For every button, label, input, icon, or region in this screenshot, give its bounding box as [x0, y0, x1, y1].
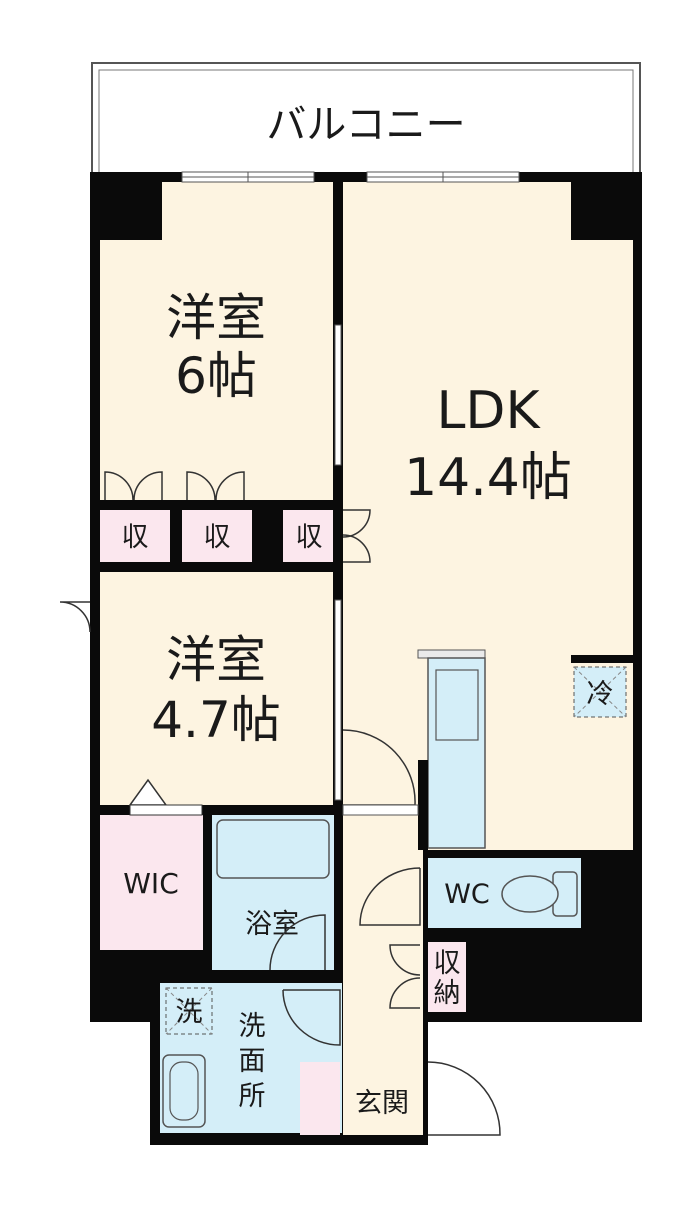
- washroom-label-line-1: 洗: [239, 1011, 266, 1042]
- bathroom-door[interactable]: [269, 914, 326, 971]
- toilet-label: WC: [444, 879, 490, 910]
- refrigerator-label: 冷: [587, 679, 614, 710]
- ldk-wall-between-kitchen: [418, 760, 428, 850]
- storage-label-3: 収: [296, 522, 323, 553]
- room-2-exterior-door[interactable]: [59, 601, 91, 633]
- washer-label: 洗: [176, 997, 203, 1028]
- bathroom-label: 浴室: [245, 909, 299, 940]
- walk-in-closet-floor: [100, 815, 203, 950]
- window-room-1: [181, 171, 315, 183]
- closet-doors-3[interactable]: [342, 509, 371, 563]
- western-room-2-name: 洋室: [166, 631, 266, 689]
- washroom-door[interactable]: [282, 989, 341, 1046]
- wash-basin: [162, 1054, 206, 1128]
- window-ldk: [366, 171, 520, 183]
- western-room-2-floor: [100, 572, 333, 805]
- shoe-storage: [300, 1062, 340, 1135]
- entrance-label: 玄関: [355, 1088, 409, 1119]
- western-room-1-name: 洋室: [166, 289, 266, 347]
- refrigerator-alcove: [571, 655, 633, 663]
- closet-doors-2[interactable]: [186, 471, 245, 501]
- balcony: バルコニー: [91, 62, 641, 176]
- ldk-right-lower-wall: [633, 663, 642, 853]
- storage-label-2: 収: [204, 522, 231, 553]
- ldk-entry-door[interactable]: [342, 729, 416, 806]
- sliding-door-room-2[interactable]: [334, 599, 342, 801]
- ldk-name: LDK: [436, 381, 541, 441]
- storage-floor-3: [283, 510, 333, 562]
- pillar-top-right: [571, 172, 642, 240]
- ldk-floor: [343, 182, 633, 850]
- ldk-size: 14.4帖: [404, 448, 572, 508]
- bathtub: [216, 819, 330, 879]
- storage-closet-floor: [428, 942, 466, 1012]
- entrance-floor: [343, 1062, 423, 1135]
- western-room-1-size: 6帖: [175, 347, 257, 405]
- washroom-label-line-3: 所: [239, 1081, 266, 1112]
- storage-floor-1: [100, 510, 170, 562]
- wic-door[interactable]: [128, 778, 203, 816]
- hallway-threshold: [342, 804, 419, 816]
- storage-closet-doors[interactable]: [389, 944, 421, 1009]
- storage-floor-2: [182, 510, 252, 562]
- storage-closet-label-line-1: 収: [434, 948, 461, 979]
- western-room-2-size: 4.7帖: [151, 691, 281, 749]
- wic-label: WIC: [123, 867, 179, 900]
- kitchen-counter: [417, 649, 486, 849]
- sliding-door-room-1[interactable]: [334, 324, 342, 466]
- toilet-door[interactable]: [359, 867, 421, 926]
- washroom-label-line-2: 面: [239, 1046, 266, 1077]
- hallway-floor: [343, 815, 423, 1065]
- entrance-door[interactable]: [427, 1061, 501, 1136]
- pillar-top-left: [90, 172, 162, 240]
- storage-label-1: 収: [122, 522, 149, 553]
- closet-doors-1[interactable]: [104, 471, 163, 501]
- toilet-fixture: [501, 871, 578, 917]
- storage-closet-label-line-2: 納: [434, 978, 461, 1009]
- balcony-label: バルコニー: [266, 102, 465, 148]
